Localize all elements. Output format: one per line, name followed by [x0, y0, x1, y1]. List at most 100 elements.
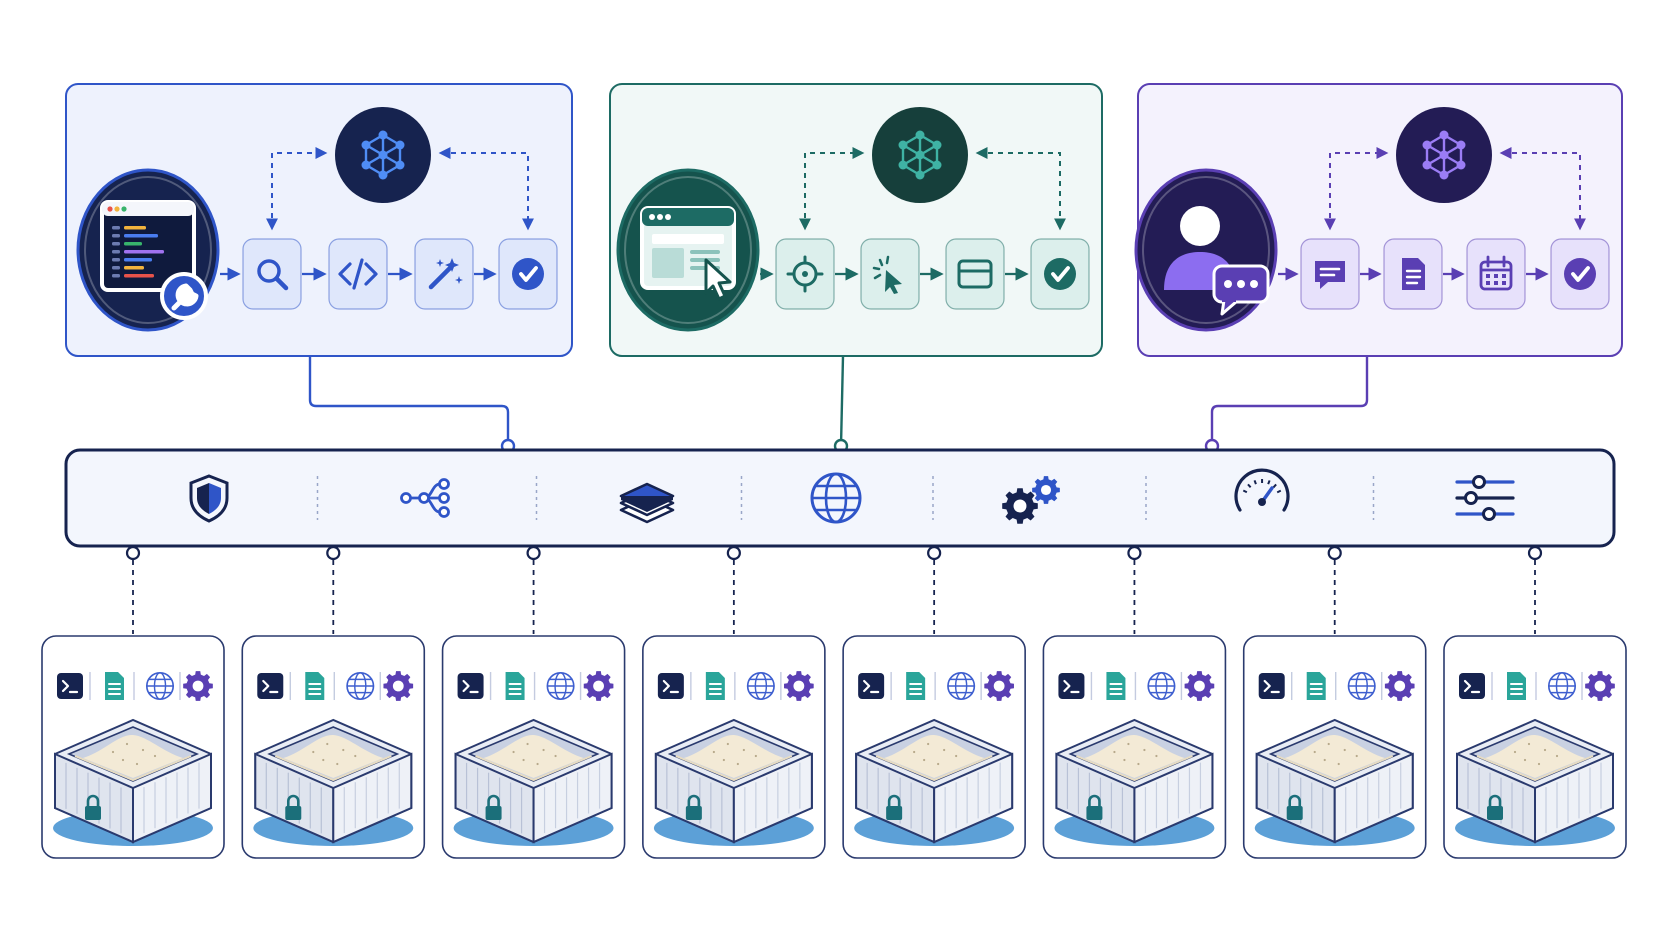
locked-sandbox-icon [453, 718, 614, 846]
neural-network-icon [1396, 107, 1492, 203]
check-circle-icon [498, 238, 558, 310]
sandbox-card [41, 635, 225, 859]
target-icon [775, 238, 835, 310]
globe-icon [1147, 671, 1176, 701]
message-icon [1300, 238, 1360, 310]
file-icon [1306, 672, 1326, 700]
gear-icon [784, 671, 814, 701]
agent-panels [65, 83, 1623, 357]
panel-connector [308, 356, 510, 446]
calendar-icon [1466, 238, 1526, 310]
connector-node [1327, 545, 1342, 561]
locked-sandbox-icon [854, 718, 1015, 846]
code-editor-wrench-icon [76, 168, 220, 332]
lock-icon [886, 794, 903, 820]
connector-node [927, 545, 942, 561]
coding-agent-panel [65, 83, 573, 357]
workflow-branch-icon [400, 478, 450, 518]
lock-icon [685, 794, 702, 820]
gear-icon [1585, 671, 1615, 701]
file-icon [505, 672, 525, 700]
feedback-arrow-left [799, 147, 865, 231]
gears-icon [1002, 476, 1060, 524]
sandbox-card [842, 635, 1026, 859]
panel-connector [839, 355, 845, 447]
connector-lines [125, 355, 1543, 634]
file-icon [1106, 672, 1126, 700]
sandbox-row [41, 635, 1627, 859]
code-brackets-icon [328, 238, 388, 310]
sandbox-card [1042, 635, 1227, 859]
shield-icon [189, 474, 229, 523]
connector-node [326, 545, 341, 561]
file-icon [906, 672, 926, 700]
sandbox-card [1443, 635, 1627, 859]
sandbox-card [1242, 635, 1427, 859]
gear-icon [1184, 671, 1215, 701]
user-chat-icon [1134, 168, 1278, 332]
gear-icon [984, 671, 1014, 701]
check-circle-icon [1550, 238, 1610, 310]
terminal-icon [1459, 673, 1485, 699]
locked-sandbox-icon [1455, 718, 1615, 846]
locked-sandbox-icon [253, 718, 414, 846]
neural-network-icon [335, 107, 431, 203]
connector-node [1127, 545, 1142, 561]
terminal-icon [457, 673, 484, 699]
globe-icon [810, 472, 862, 524]
file-icon [305, 672, 325, 700]
click-icon [860, 238, 920, 310]
connector-node [125, 545, 141, 561]
assistant-agent-panel [1134, 83, 1623, 357]
file-icon [705, 672, 725, 700]
terminal-icon [858, 673, 885, 699]
lock-icon [1487, 794, 1503, 820]
terminal-icon [257, 673, 284, 699]
locked-sandbox-icon [1054, 718, 1215, 846]
lock-icon [1086, 794, 1103, 820]
sandbox-card [642, 635, 826, 859]
neural-network-icon [872, 107, 968, 203]
terminal-icon [657, 673, 684, 699]
gear-icon [1384, 671, 1415, 701]
lock-icon [1286, 794, 1303, 820]
check-circle-icon [1030, 238, 1090, 310]
globe-icon [346, 671, 375, 701]
connector-node [526, 545, 541, 561]
globe-icon [947, 671, 976, 701]
sandbox-card [241, 635, 426, 859]
globe-icon [1547, 671, 1577, 701]
speedometer-icon [1234, 468, 1290, 512]
terminal-icon [1058, 673, 1085, 699]
feedback-arrow-left [266, 147, 328, 231]
layers-icon [619, 482, 675, 524]
connector-node [726, 545, 741, 561]
locked-sandbox-icon [653, 718, 814, 846]
file-icon [105, 672, 124, 700]
globe-icon [145, 671, 175, 701]
locked-sandbox-icon [1254, 718, 1415, 846]
sandbox-card [441, 635, 626, 859]
globe-icon [546, 671, 575, 701]
browser-agent-panel [609, 83, 1103, 357]
window-icon [945, 238, 1005, 310]
document-icon [1383, 238, 1443, 310]
lock-icon [285, 794, 302, 820]
panel-connector [1210, 356, 1369, 446]
search-icon [242, 238, 302, 310]
browser-cursor-icon [616, 168, 760, 332]
feedback-arrow-left [1324, 147, 1389, 231]
globe-icon [746, 671, 775, 701]
lock-icon [85, 794, 101, 820]
file-icon [1507, 672, 1526, 700]
locked-sandbox-icon [53, 718, 213, 846]
lock-icon [485, 794, 502, 820]
globe-icon [1347, 671, 1376, 701]
magic-wand-icon [414, 238, 474, 310]
feedback-arrow-right [975, 147, 1066, 231]
connector-node [1527, 545, 1543, 561]
gear-icon [383, 671, 414, 701]
gear-icon [183, 671, 213, 701]
orchestration-bus [64, 448, 1616, 548]
